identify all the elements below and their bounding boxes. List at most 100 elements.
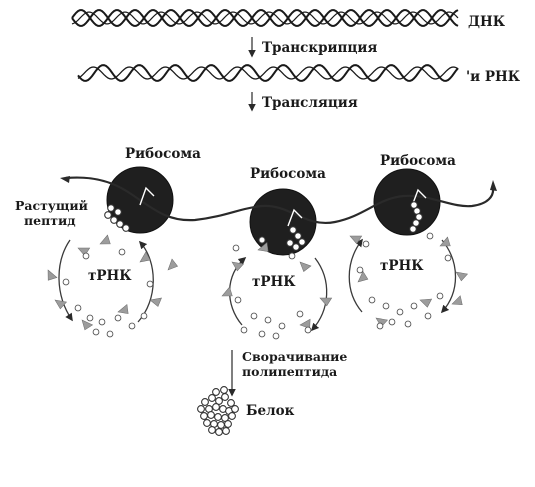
protein-bead (208, 394, 216, 402)
peptide-bead (110, 216, 118, 224)
peptide-bead (415, 213, 423, 221)
amino-acid (86, 314, 94, 322)
rna-strand-b (77, 66, 459, 80)
trna-label-1: тРНК (88, 268, 132, 284)
protein-bead (200, 412, 208, 420)
amino-acid (62, 278, 70, 286)
protein-bead (220, 386, 228, 394)
free-amino-acids (62, 232, 452, 340)
amino-acid (436, 292, 444, 300)
protein-bead (212, 388, 220, 396)
amino-acid (396, 308, 404, 316)
amino-acid (362, 240, 370, 248)
trna-molecule (81, 319, 94, 331)
folding-label-line2: полипептида (242, 364, 337, 379)
protein-bead (214, 413, 222, 421)
peptide-bead (107, 204, 115, 212)
mrna-thread (65, 176, 495, 225)
amino-acid (114, 314, 122, 322)
mrna-left-arrow-icon (60, 176, 70, 183)
trna-molecule (149, 297, 162, 307)
rna-strand-a (77, 64, 459, 82)
trna-cycle-right (348, 238, 457, 314)
protein-bead (231, 405, 239, 413)
mrna-label: 'и РНК (466, 69, 521, 85)
protein-bead (215, 397, 223, 405)
peptide-bead (122, 224, 130, 232)
amino-acid (250, 312, 258, 320)
trna-molecule (257, 241, 269, 252)
trna-label-2: тРНК (252, 274, 296, 290)
translation-label: Трансляция (262, 95, 358, 111)
trna-molecule (221, 286, 233, 297)
amino-acid (98, 318, 106, 326)
protein-bead (222, 427, 230, 435)
mrna-helix (77, 64, 459, 82)
dna-double-helix (71, 9, 459, 27)
amino-acid (304, 326, 312, 334)
protein-label: Белок (246, 403, 295, 419)
trna-cycle-left-arrow-a (58, 239, 73, 322)
folding-label-line1: Сворачивание (242, 349, 347, 364)
amino-acid (388, 318, 396, 326)
free-trna-molecules (47, 234, 469, 331)
trna-cycle-right-arrow-b (440, 239, 457, 314)
amino-acid (382, 302, 390, 310)
trna-molecule (117, 303, 129, 314)
trna-label-3: тРНК (380, 258, 424, 274)
protein-bead (228, 412, 236, 420)
trna-molecule (99, 234, 111, 245)
protein-bead (221, 393, 229, 401)
amino-acid (258, 236, 266, 244)
ribosome-label-1: Рибосома (125, 146, 201, 162)
ribosome-2 (249, 188, 317, 256)
trna-molecule (319, 297, 333, 307)
peptide-bead (410, 201, 418, 209)
trna-molecule (349, 235, 363, 245)
amino-acid (106, 330, 114, 338)
peptide-bead (116, 220, 124, 228)
trna-molecule (375, 317, 389, 328)
peptide-bead (412, 219, 420, 227)
peptide-bead (286, 239, 294, 247)
trna-molecule (139, 251, 151, 263)
amino-acid (82, 252, 90, 260)
trna-molecule (299, 261, 312, 273)
amino-acid (264, 316, 272, 324)
peptide-bead (104, 211, 112, 219)
mrna-right-arrow-icon (490, 180, 497, 191)
amino-acid (426, 232, 434, 240)
growing-peptide-chains (104, 201, 423, 251)
protein-bead (217, 421, 225, 429)
ribosome-label-2: Рибосома (250, 166, 326, 182)
trna-molecule (54, 299, 68, 310)
amino-acid (410, 302, 418, 310)
trna-cycle-middle-arrow-b (310, 257, 328, 332)
protein-bead (215, 428, 223, 436)
protein-bead (221, 414, 229, 422)
amino-acid (376, 322, 384, 330)
trna-cycle-middle (228, 256, 328, 332)
protein-bead (201, 398, 209, 406)
peptide-bead (292, 243, 300, 251)
dna-strand-a (71, 9, 459, 27)
trna-cycle-right-arrow-a (348, 238, 363, 313)
trna-molecule (357, 270, 369, 283)
amino-acid (118, 248, 126, 256)
protein-bead (203, 419, 211, 427)
dna-strand-c (71, 11, 459, 25)
trna-molecule (231, 261, 245, 272)
ribosome-1-trna-mark (139, 186, 155, 206)
amino-acid (240, 326, 248, 334)
amino-acid (444, 254, 452, 262)
trna-molecule (77, 247, 91, 257)
amino-acid (140, 312, 148, 320)
peptide-bead (409, 225, 417, 233)
peptide-bead (294, 232, 302, 240)
ribosome-3-trna-mark (411, 188, 427, 207)
trna-molecule (451, 295, 463, 306)
trna-molecule (299, 318, 311, 329)
amino-acid (146, 280, 154, 288)
amino-acid (278, 322, 286, 330)
